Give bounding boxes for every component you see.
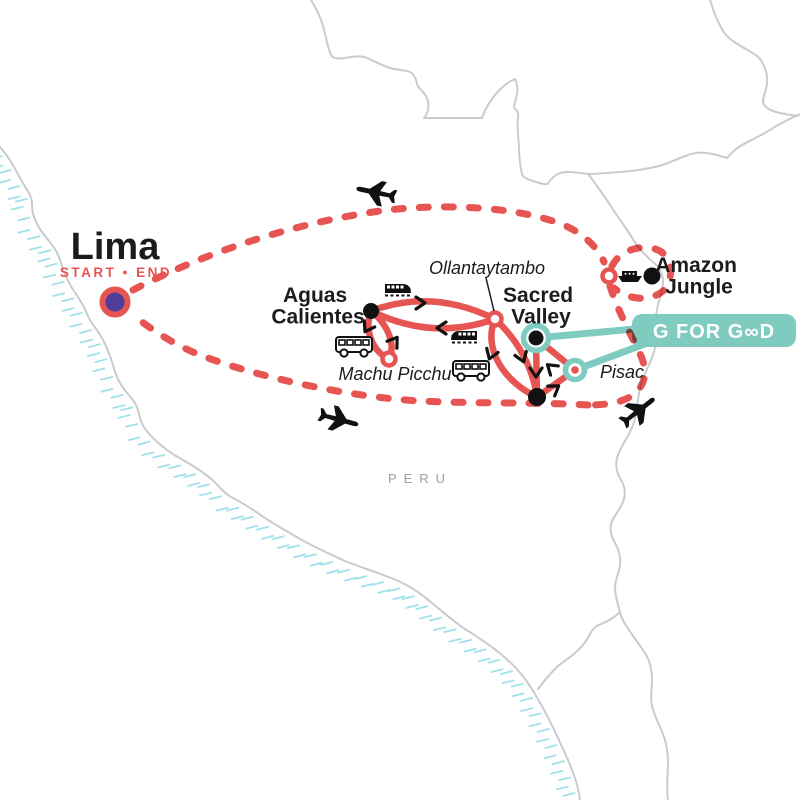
map-labels: Lima START • END Aguas Calientes Machu P… <box>60 226 743 486</box>
train-icon <box>385 284 411 297</box>
north-border <box>310 0 800 186</box>
plane-icon <box>618 397 655 429</box>
arrow-down-left-icon <box>362 319 377 334</box>
route-amazon-to-cusco <box>584 282 649 409</box>
marker-lima <box>99 286 131 318</box>
arrow-up-left-icon <box>545 363 560 377</box>
marker-amazon-jungle <box>643 267 661 285</box>
teal-line-pisac <box>571 338 654 374</box>
route-ollantaytambo-cusco-left <box>488 315 541 401</box>
label-country-peru: PERU <box>388 471 452 486</box>
badge-background <box>632 314 796 347</box>
marker-amazon-stop <box>600 267 618 285</box>
location-markers <box>99 267 661 406</box>
marker-pisac-center <box>571 366 579 374</box>
label-amazon-jungle: Amazon Jungle <box>655 254 743 299</box>
route-flight-south <box>127 309 592 409</box>
label-aguas-calientes: Aguas Calientes <box>271 284 364 329</box>
label-ollantaytambo: Ollantaytambo <box>429 258 545 278</box>
label-machu-picchu: Machu Picchu <box>338 364 451 384</box>
arrow-down-icon <box>513 349 528 364</box>
coast-hatching <box>0 155 576 797</box>
south-border-branch <box>537 611 621 690</box>
label-pisac: Pisac <box>600 362 644 382</box>
ollantaytambo-leader-line <box>485 277 495 312</box>
east-border <box>588 174 669 800</box>
coastline <box>0 146 581 800</box>
marker-aguas-calientes <box>363 303 379 319</box>
route-aguas-ollantaytambo-lower <box>367 307 499 332</box>
plane-icon <box>356 181 398 207</box>
label-lima: Lima <box>71 226 161 268</box>
marker-ollantaytambo <box>486 310 504 328</box>
badge-label: G FOR G∞D <box>653 321 775 343</box>
route-amazon-loop <box>608 244 674 302</box>
bus-icon <box>335 336 373 358</box>
marker-sacred-valley <box>528 330 544 346</box>
plane-icon <box>317 405 359 431</box>
bus-icon <box>452 360 490 382</box>
train-icon <box>451 331 477 344</box>
marker-machu-picchu <box>380 350 398 368</box>
route-flight-north <box>129 203 608 294</box>
g-for-good-badge: G FOR G∞D <box>632 314 796 347</box>
route-aguas-ollantaytambo-upper <box>367 297 499 323</box>
arrow-left-icon <box>435 320 448 336</box>
label-sacred-valley: Sacred Valley <box>503 284 579 329</box>
arrow-up-right-icon <box>546 384 561 398</box>
arrow-down-icon <box>528 366 544 379</box>
label-start-end: START • END <box>60 265 172 280</box>
arrow-up-right-icon <box>385 335 399 350</box>
northeast-border <box>709 0 799 117</box>
arrow-right-icon <box>414 295 427 311</box>
transport-icons <box>317 181 655 431</box>
direction-arrows <box>362 295 561 398</box>
arrow-down-icon <box>485 346 500 361</box>
boat-icon <box>618 271 642 282</box>
marker-cusco <box>528 388 546 406</box>
